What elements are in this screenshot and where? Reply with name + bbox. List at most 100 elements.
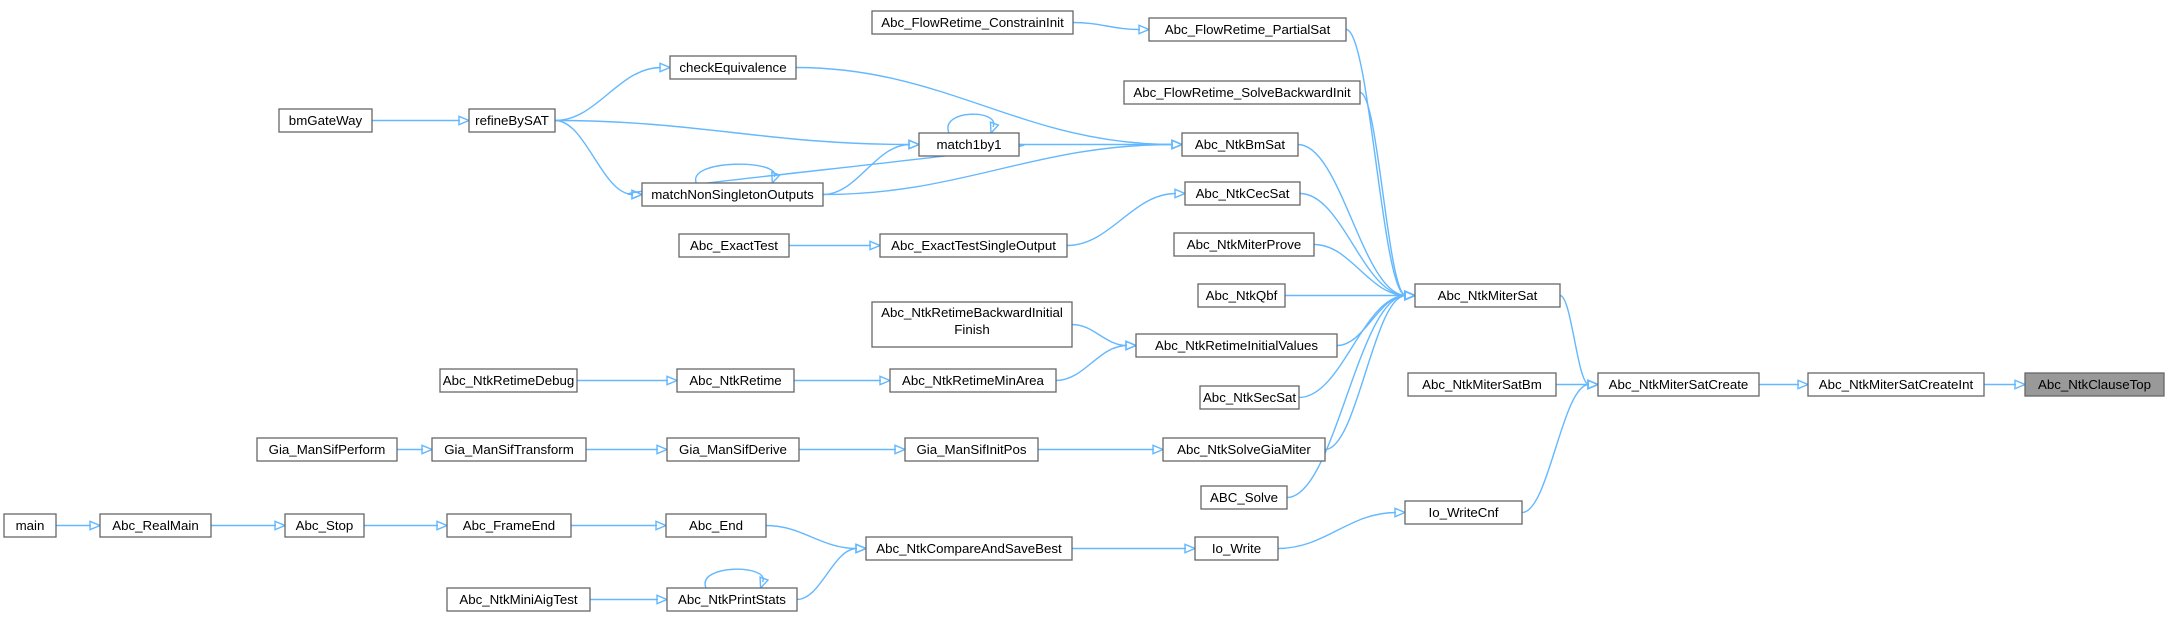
edge-line — [947, 113, 995, 134]
node-box — [871, 301, 1073, 348]
node-label: Abc_ExactTestSingleOutput — [891, 238, 1056, 253]
edge-solve-gia-miter-to-miter-sat — [1324, 290, 1417, 451]
edge-bm-sat-to-miter-sat — [1297, 143, 1417, 301]
edge-bm-gate-way-to-refine-by-sat — [372, 115, 471, 126]
edge-arrowhead — [989, 121, 1000, 135]
edge-print-stats-to-print-stats — [704, 568, 770, 590]
node-solve-gia-miter[interactable]: Abc_NtkSolveGiaMiter — [1162, 437, 1326, 462]
node-label: ABC_Solve — [1210, 490, 1278, 505]
node-abc-end[interactable]: Abc_End — [665, 513, 767, 538]
node-box — [1199, 385, 1300, 410]
node-label: Abc_NtkSecSat — [1203, 390, 1296, 405]
node-sif-derive[interactable]: Gia_ManSifDerive — [666, 437, 800, 462]
node-box — [871, 10, 1074, 35]
node-box — [676, 368, 795, 393]
node-miter-prove[interactable]: Abc_NtkMiterProve — [1173, 232, 1315, 257]
node-sec-sat[interactable]: Abc_NtkSecSat — [1199, 385, 1300, 410]
node-bm-gate-way[interactable]: bmGateWay — [278, 108, 373, 133]
node-constrain-init[interactable]: Abc_FlowRetime_ConstrainInit — [871, 10, 1074, 35]
node-write-cnf[interactable]: Io_WriteCnf — [1404, 500, 1523, 525]
edge-line — [1336, 294, 1407, 347]
node-match-non-singleton[interactable]: matchNonSingletonOutputs — [641, 182, 824, 207]
edge-line — [1324, 294, 1407, 451]
node-box — [278, 108, 373, 133]
node-compare-best[interactable]: Abc_NtkCompareAndSaveBest — [865, 536, 1073, 561]
node-label: Abc_NtkMiterProve — [1187, 237, 1302, 252]
node-retime-min-area[interactable]: Abc_NtkRetimeMinArea — [889, 368, 1057, 393]
edge-line — [554, 119, 911, 146]
node-label: Gia_ManSifDerive — [679, 442, 787, 457]
node-match1by1[interactable]: match1by1 — [918, 132, 1020, 157]
node-sat-create-int[interactable]: Abc_NtkMiterSatCreateInt — [1807, 372, 1985, 397]
node-miter-sat-bm[interactable]: Abc_NtkMiterSatBm — [1407, 372, 1557, 397]
node-sif-init-pos[interactable]: Gia_ManSifInitPos — [904, 437, 1039, 462]
node-real-main[interactable]: Abc_RealMain — [99, 513, 212, 538]
node-exact-test[interactable]: Abc_ExactTest — [678, 233, 790, 258]
node-sif-transform[interactable]: Gia_ManSifTransform — [431, 437, 587, 462]
node-solve-backward[interactable]: Abc_FlowRetime_SolveBackwardInit — [1123, 80, 1361, 105]
edge-line — [1521, 383, 1590, 514]
node-main[interactable]: main — [3, 513, 57, 538]
edge-line — [1359, 91, 1407, 297]
node-box — [879, 233, 1068, 258]
edge-arrowhead — [1797, 379, 1810, 390]
edge-line — [704, 568, 764, 589]
node-print-stats[interactable]: Abc_NtkPrintStats — [666, 587, 798, 612]
edge-line — [765, 524, 858, 550]
node-target[interactable]: Abc_NtkClauseTop — [2024, 372, 2165, 397]
node-label: bmGateWay — [289, 113, 363, 128]
node-qbf[interactable]: Abc_NtkQbf — [1197, 283, 1286, 308]
edge-arrowhead — [436, 520, 449, 531]
edge-arrowhead — [631, 189, 644, 200]
node-label: Abc_NtkQbf — [1206, 288, 1278, 303]
node-label: checkEquivalence — [679, 60, 786, 75]
edge-refine-by-sat-to-match1by1 — [554, 119, 921, 150]
edge-arrowhead — [1152, 444, 1165, 455]
node-label: Abc_FrameEnd — [463, 518, 555, 533]
edge-mini-aig-to-print-stats — [589, 594, 669, 605]
node-label: Abc_NtkMiniAigTest — [459, 592, 578, 607]
node-box — [446, 587, 591, 612]
edge-line — [1299, 192, 1407, 297]
edge-real-main-to-stop — [210, 520, 287, 531]
node-label: Abc_NtkRetime — [689, 373, 781, 388]
edge-line — [1298, 294, 1407, 399]
edge-abc-end-to-compare-best — [765, 524, 868, 554]
node-retime[interactable]: Abc_NtkRetime — [676, 368, 795, 393]
edge-arrowhead — [89, 520, 102, 531]
edge-sif-perform-to-sif-transform — [397, 444, 434, 455]
node-sif-perform[interactable]: Gia_ManSifPerform — [256, 437, 398, 462]
node-bm-sat[interactable]: Abc_NtkBmSat — [1181, 132, 1299, 157]
node-io-write[interactable]: Io_Write — [1194, 536, 1279, 561]
node-label: Abc_FlowRetime_SolveBackwardInit — [1133, 85, 1351, 100]
node-exact-test-single[interactable]: Abc_ExactTestSingleOutput — [879, 233, 1068, 258]
node-stop[interactable]: Abc_Stop — [284, 513, 365, 538]
edge-line — [1072, 21, 1141, 31]
node-label: Abc_NtkMiterSat — [1438, 288, 1538, 303]
node-box — [1162, 437, 1326, 462]
edge-match1by1-to-match1by1 — [947, 113, 1000, 135]
edge-line — [1066, 192, 1177, 247]
node-abc-solve[interactable]: ABC_Solve — [1200, 485, 1288, 510]
node-cec-sat[interactable]: Abc_NtkCecSat — [1184, 181, 1301, 206]
node-retime-debug[interactable]: Abc_NtkRetimeDebug — [439, 368, 578, 393]
node-box — [446, 513, 572, 538]
node-check-eq[interactable]: checkEquivalence — [669, 55, 797, 80]
node-sat-create[interactable]: Abc_NtkMiterSatCreate — [1597, 372, 1760, 397]
node-box — [1148, 17, 1347, 42]
node-mini-aig[interactable]: Abc_NtkMiniAigTest — [446, 587, 591, 612]
node-retime-init-vals[interactable]: Abc_NtkRetimeInitialValues — [1135, 333, 1338, 358]
node-label: Abc_NtkBmSat — [1195, 137, 1285, 152]
edge-arrowhead — [759, 576, 770, 590]
node-partial-sat[interactable]: Abc_FlowRetime_PartialSat — [1148, 17, 1347, 42]
node-miter-sat[interactable]: Abc_NtkMiterSat — [1414, 283, 1561, 308]
node-label: Abc_NtkRetimeInitialValues — [1155, 338, 1318, 353]
edge-arrowhead — [1404, 290, 1417, 301]
node-refine-by-sat[interactable]: refineBySAT — [468, 108, 556, 133]
node-frame-end[interactable]: Abc_FrameEnd — [446, 513, 572, 538]
edge-retime-min-area-to-retime-init-vals — [1055, 340, 1138, 382]
node-box — [1173, 232, 1315, 257]
edge-arrowhead — [656, 444, 669, 455]
node-label: matchNonSingletonOutputs — [651, 187, 814, 202]
